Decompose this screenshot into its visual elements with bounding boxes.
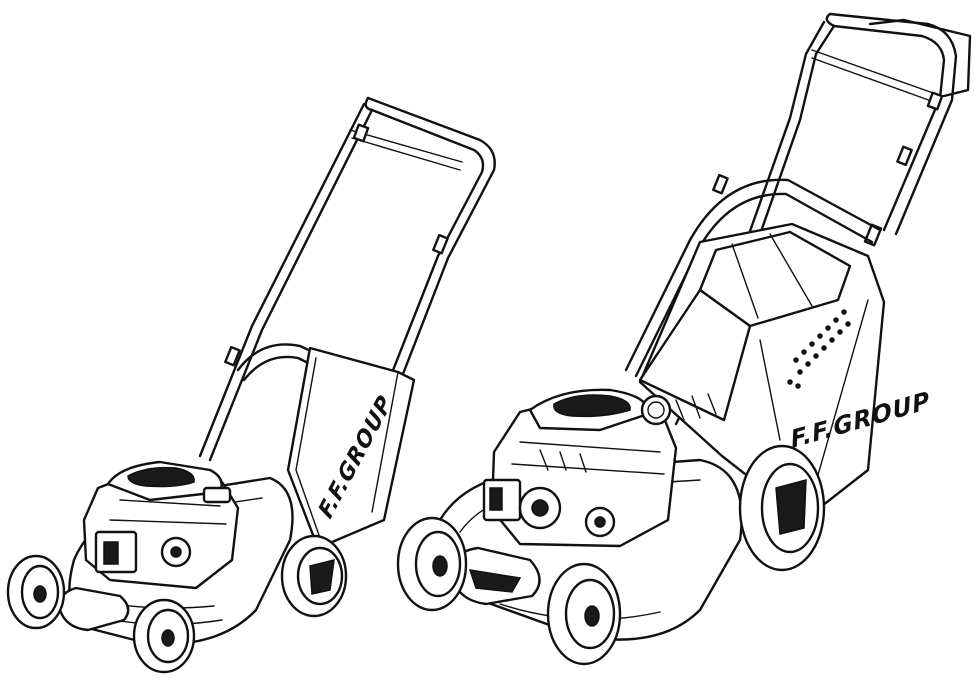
- right-mower: F.F.GROUP: [396, 12, 972, 666]
- right-mower-engine: [482, 388, 678, 548]
- right-front-right-wheel: [546, 562, 622, 666]
- left-front-left-wheel: [6, 554, 66, 630]
- right-front-left-wheel: [396, 516, 468, 612]
- left-mower: F.F.GROUP: [6, 96, 496, 674]
- left-mower-engine: [82, 460, 240, 590]
- right-mower-wheels: [396, 444, 826, 666]
- right-mower-grass-bag: F.F.GROUP: [638, 222, 932, 522]
- left-mower-grass-bag: F.F.GROUP: [286, 346, 416, 550]
- right-rear-wheel: [738, 444, 826, 572]
- left-front-right-wheel: [132, 598, 196, 674]
- left-mower-handle: [198, 96, 496, 462]
- left-rear-wheel: [280, 534, 348, 618]
- bag-vent-dots: [787, 309, 851, 389]
- left-mower-wheels: [6, 534, 348, 674]
